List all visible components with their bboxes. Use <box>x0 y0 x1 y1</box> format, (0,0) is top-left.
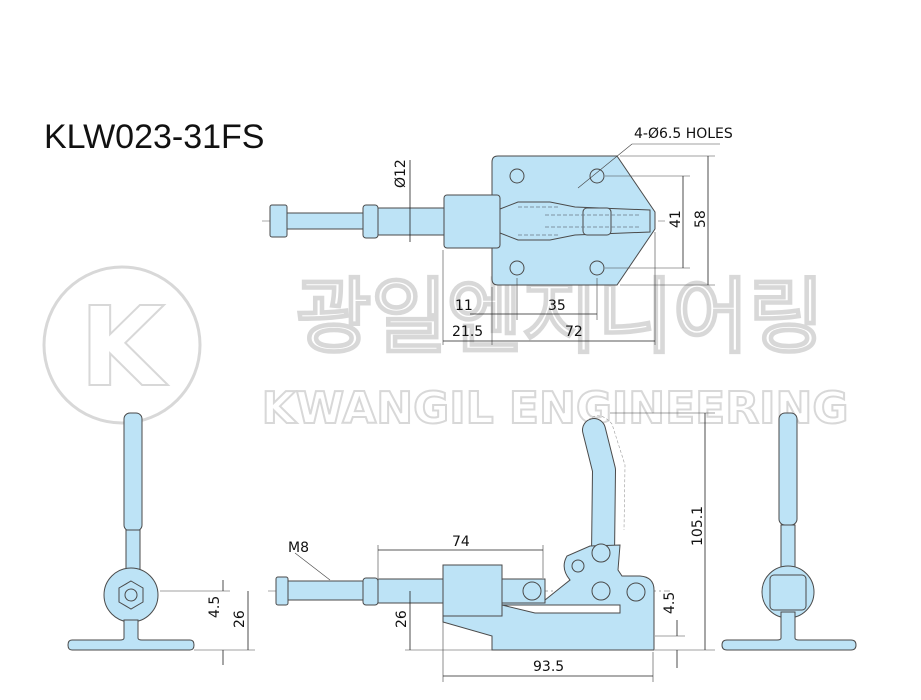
dim-41: 41 <box>668 210 684 228</box>
lever-stem <box>780 524 796 571</box>
model-title: KLW023-31FS <box>44 118 264 156</box>
dim-35: 35 <box>548 298 566 314</box>
handle <box>123 412 143 532</box>
t-base <box>721 611 857 651</box>
clevis <box>769 574 807 611</box>
pivot-block <box>582 207 612 236</box>
end-dim-4-5: 4.5 <box>207 596 223 618</box>
dim-4-5: 4.5 <box>662 592 678 614</box>
dim-72: 72 <box>565 324 583 340</box>
dim-26: 26 <box>394 610 410 628</box>
right-end-view <box>721 412 857 651</box>
pivot-pin <box>626 582 646 602</box>
pivot-pin <box>591 543 611 563</box>
dim-21-5: 21.5 <box>452 324 483 340</box>
mounting-hole <box>509 260 525 276</box>
dim-105-1: 105.1 <box>690 506 706 546</box>
end-dim-26: 26 <box>232 610 248 628</box>
top-view: 4-Ø6.5 HOLES Ø12 41 58 11 35 21.5 72 <box>262 126 733 345</box>
guide-collar <box>443 194 501 249</box>
mounting-holes <box>509 168 605 276</box>
pivot-pin <box>522 581 542 601</box>
lock-nut <box>362 577 379 606</box>
threaded-rod <box>287 580 364 601</box>
dim-93-5: 93.5 <box>533 659 564 675</box>
pivot-pin <box>571 559 585 573</box>
mounting-hole <box>509 168 525 184</box>
handle <box>583 419 615 566</box>
watermark: K 광일엔지니어링 KWANGIL ENGINEERING <box>42 265 849 435</box>
handle <box>778 412 798 526</box>
dim-58: 58 <box>693 210 709 228</box>
watermark-logo-letter: K <box>79 283 168 411</box>
rod-end <box>124 588 138 602</box>
lock-nut <box>362 204 379 239</box>
guide-collar <box>442 564 503 617</box>
dim-11: 11 <box>455 298 473 314</box>
thread-label-m8: M8 <box>288 540 309 556</box>
dim-diameter-12: Ø12 <box>393 159 409 188</box>
mounting-hole <box>589 260 605 276</box>
bolt-head <box>269 204 288 238</box>
watermark-logo-circle <box>42 265 202 425</box>
threaded-rod <box>286 212 364 230</box>
dim-74: 74 <box>452 534 470 550</box>
lever-stem <box>125 529 141 571</box>
bolt-head <box>275 576 289 606</box>
mounting-hole <box>589 168 605 184</box>
linkage <box>499 201 651 241</box>
side-view: M8 74 26 4.5 105.1 93.5 <box>268 412 715 682</box>
pivot-pin <box>591 581 611 601</box>
slot <box>501 604 621 614</box>
base-body <box>442 544 655 651</box>
watermark-english-name: KWANGIL ENGINEERING <box>262 383 849 434</box>
pivot-pins <box>522 543 646 602</box>
holes-callout: 4-Ø6.5 HOLES <box>634 126 733 142</box>
left-end-view: 4.5 26 <box>67 412 255 665</box>
t-base <box>67 619 195 651</box>
plunger-shaft <box>377 207 446 236</box>
